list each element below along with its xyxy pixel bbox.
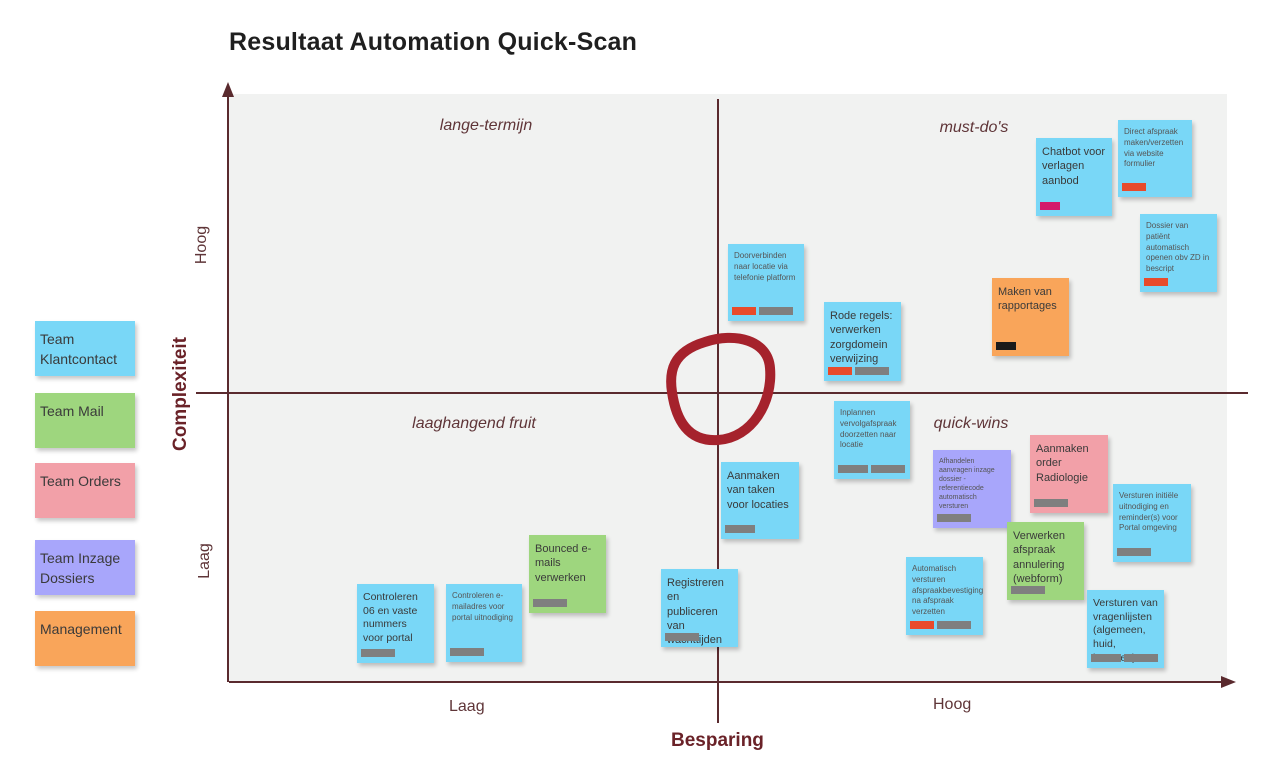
note-text: Rode regels: verwerken zorgdomein verwij… (830, 310, 893, 365)
note-text: Automatisch versturen afspraakbevestigin… (912, 564, 984, 617)
note-text: Verwerken afspraak annulering (webform) (1013, 530, 1065, 585)
quadrant-label-top-left: lange-termijn (439, 117, 533, 134)
tag-gray (1011, 586, 1045, 594)
tag-gray (855, 367, 889, 375)
note-text: Controleren 06 en vaste nummers voor por… (363, 591, 418, 644)
tag-gray (533, 599, 567, 607)
tag-gray (1124, 654, 1158, 662)
sticky-note-order-radiologie[interactable]: Aanmaken order Radiologie (1030, 435, 1108, 513)
note-text: Doorverbinden naar locatie via telefonie… (734, 251, 796, 282)
legend-team-inzage-dossiers[interactable]: Team Inzage Dossiers (35, 540, 135, 595)
sticky-note-direct-afspraak[interactable]: Direct afspraak maken/verzetten via webs… (1118, 120, 1192, 197)
vertical-divider (717, 99, 719, 723)
note-text: Maken van rapportages (998, 286, 1057, 313)
tag-gray (450, 648, 484, 656)
legend-team-mail[interactable]: Team Mail (35, 393, 135, 448)
tag-gray (871, 465, 905, 473)
center-circle-mark (666, 332, 776, 446)
note-text: Chatbot voor verlagen aanbod (1042, 146, 1105, 187)
y-axis-arrowhead (222, 82, 234, 97)
note-text: Controleren e-mailadres voor portal uitn… (452, 591, 513, 622)
legend-label: Team Inzage Dossiers (40, 550, 121, 587)
sticky-note-rode-regels[interactable]: Rode regels: verwerken zorgdomein verwij… (824, 302, 901, 381)
tag-red (828, 367, 852, 375)
note-text: Afhandelen aanvragen inzage dossier - re… (939, 458, 995, 511)
y-axis-high-label: Hoog (193, 225, 210, 265)
tag-gray (1117, 548, 1151, 556)
legend-management[interactable]: Management (35, 611, 135, 666)
page-title: Resultaat Automation Quick-Scan (229, 28, 638, 56)
tag-gray (725, 525, 755, 533)
tag-pink (1040, 202, 1060, 210)
x-axis-line (229, 681, 1225, 683)
legend-label: Team Orders (40, 473, 121, 489)
tag-gray (838, 465, 868, 473)
quadrant-label-bottom-right: quick-wins (933, 415, 1009, 432)
sticky-note-controleren-emailadres[interactable]: Controleren e-mailadres voor portal uitn… (446, 584, 522, 662)
note-text: Bounced e-mails verwerken (535, 543, 592, 584)
horizontal-divider (196, 392, 1248, 394)
tag-black (996, 342, 1016, 350)
legend-label: Management (40, 621, 122, 637)
tag-red (1144, 278, 1168, 286)
note-text: Inplannen vervolgafspraak doorzetten naa… (840, 408, 897, 450)
tag-red (732, 307, 756, 315)
tag-red (1122, 183, 1146, 191)
x-axis-low-label: Laag (449, 698, 485, 715)
tag-red (910, 621, 934, 629)
note-text: Versturen initiële uitnodiging en remind… (1119, 491, 1179, 533)
quadrant-label-bottom-left: laaghangend fruit (412, 415, 536, 432)
note-text: Registreren en publiceren van wachttijde… (667, 577, 724, 646)
sticky-note-afspraak-annulering[interactable]: Verwerken afspraak annulering (webform) (1007, 522, 1084, 600)
sticky-note-rapportages[interactable]: Maken van rapportages (992, 278, 1069, 356)
tag-gray (759, 307, 793, 315)
tag-gray (361, 649, 395, 657)
y-axis-line (227, 90, 229, 682)
sticky-note-chatbot[interactable]: Chatbot voor verlagen aanbod (1036, 138, 1112, 216)
sticky-note-vragenlijsten[interactable]: Versturen van vragenlijsten (algemeen, h… (1087, 590, 1164, 668)
x-axis-title: Besparing (671, 730, 764, 751)
sticky-note-doorverbinden[interactable]: Doorverbinden naar locatie via telefonie… (728, 244, 804, 321)
note-text: Aanmaken order Radiologie (1036, 443, 1089, 484)
note-text: Aanmaken van taken voor locaties (727, 470, 789, 511)
note-text: Dossier van patiënt automatisch openen o… (1146, 221, 1210, 274)
quadrant-label-top-right: must-do's (939, 119, 1009, 136)
sticky-note-portal-uitnodiging[interactable]: Versturen initiële uitnodiging en remind… (1113, 484, 1191, 562)
legend-label: Team Klantcontact (40, 331, 118, 368)
y-axis-title: Complexiteit (170, 336, 191, 452)
sticky-note-inplannen-vervolgafspraak[interactable]: Inplannen vervolgafspraak doorzetten naa… (834, 401, 910, 479)
tag-gray (937, 514, 971, 522)
sticky-note-afhandelen-inzage[interactable]: Afhandelen aanvragen inzage dossier - re… (933, 450, 1011, 528)
y-axis-low-label: Laag (196, 543, 213, 579)
x-axis-high-label: Hoog (933, 696, 972, 713)
legend-team-orders[interactable]: Team Orders (35, 463, 135, 518)
legend-team-klantcontact[interactable]: Team Klantcontact (35, 321, 135, 376)
sticky-note-bounced-emails[interactable]: Bounced e-mails verwerken (529, 535, 606, 613)
note-text: Direct afspraak maken/verzetten via webs… (1124, 127, 1184, 169)
tag-gray (665, 633, 699, 641)
sticky-note-wachttijden[interactable]: Registreren en publiceren van wachttijde… (661, 569, 738, 647)
tag-gray (1034, 499, 1068, 507)
legend-label: Team Mail (40, 403, 104, 419)
sticky-note-aanmaken-taken[interactable]: Aanmaken van taken voor locaties (721, 462, 799, 539)
x-axis-arrowhead (1221, 676, 1236, 688)
sticky-note-afspraakbevestiging[interactable]: Automatisch versturen afspraakbevestigin… (906, 557, 983, 635)
sticky-note-dossier-openen[interactable]: Dossier van patiënt automatisch openen o… (1140, 214, 1217, 292)
sticky-note-controleren-nummers[interactable]: Controleren 06 en vaste nummers voor por… (357, 584, 434, 663)
tag-gray (937, 621, 971, 629)
tag-gray (1091, 654, 1121, 662)
